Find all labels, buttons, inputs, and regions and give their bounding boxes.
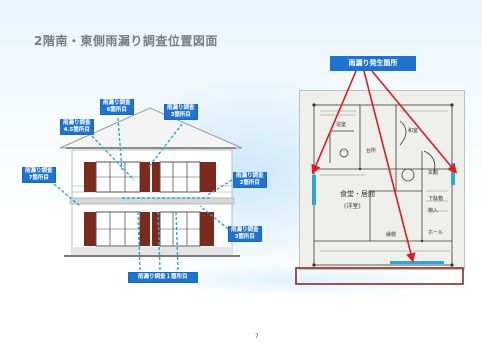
page-number: 7 [255,333,259,340]
room-washitsu: 和室 [408,128,419,134]
room-hall: ホール [428,230,444,236]
label-check-2: 雨漏り調査 2箇所目 [233,172,267,188]
label-check-4-5-line2: 4.5箇所目 [63,127,90,133]
label-check-3b-line2: 3箇所目 [234,234,255,240]
label-check-7-line1: 雨漏り調査 [25,168,53,174]
slide-title: 2階南・東側雨漏り調査位置図面 [34,34,218,48]
label-check-2-line1: 雨漏り調査 [236,173,264,179]
label-check-3b: 雨漏り調査 3箇所目 [228,226,262,242]
label-check-7: 雨漏り調査 7箇所目 [22,167,56,183]
label-check-3-line2: 3箇所目 [170,112,191,118]
label-check-6-line1: 雨漏り調査 [103,100,131,106]
label-check-3-line1: 雨漏り調査 [167,105,195,111]
label-check-2-line2: 2箇所目 [239,180,260,186]
label-check-3b-line1: 雨漏り調査 [231,227,259,233]
label-check-1: 雨漏り調査１箇所目 [128,272,198,283]
floor-plan-drawing [312,103,455,267]
label-check-4-5-line1: 雨漏り調査 [63,120,91,126]
room-bath: 浴室 [336,122,347,128]
label-check-7-line2: 7箇所目 [28,175,49,181]
floor-band [69,197,235,205]
room-veranda: 縁側 [386,232,397,238]
room-storage: 物入 [428,208,439,214]
label-check-6: 雨漏り調査 6箇所目 [100,99,134,115]
shutter [84,162,96,192]
room-kitchen: 台所 [366,148,377,154]
label-check-3: 雨漏り調査 3箇所目 [164,104,198,120]
room-entrance: 玄関 [428,170,439,176]
room-shoe: 下駄箱 [428,196,444,202]
floor-plan-scan: 食堂・居間 (洋室) 和室 浴室 台所 縁側 玄関 下駄箱 物入 ホール [299,90,465,270]
room-dining-sub: (洋室) [344,203,361,210]
room-dining: 食堂・居間 [340,190,375,198]
label-check-4-5: 雨漏り調査 4.5箇所目 [60,119,94,135]
label-check-6-line2: 6箇所目 [106,107,127,113]
leak-location-label: 雨漏り発生箇所 [330,56,416,71]
